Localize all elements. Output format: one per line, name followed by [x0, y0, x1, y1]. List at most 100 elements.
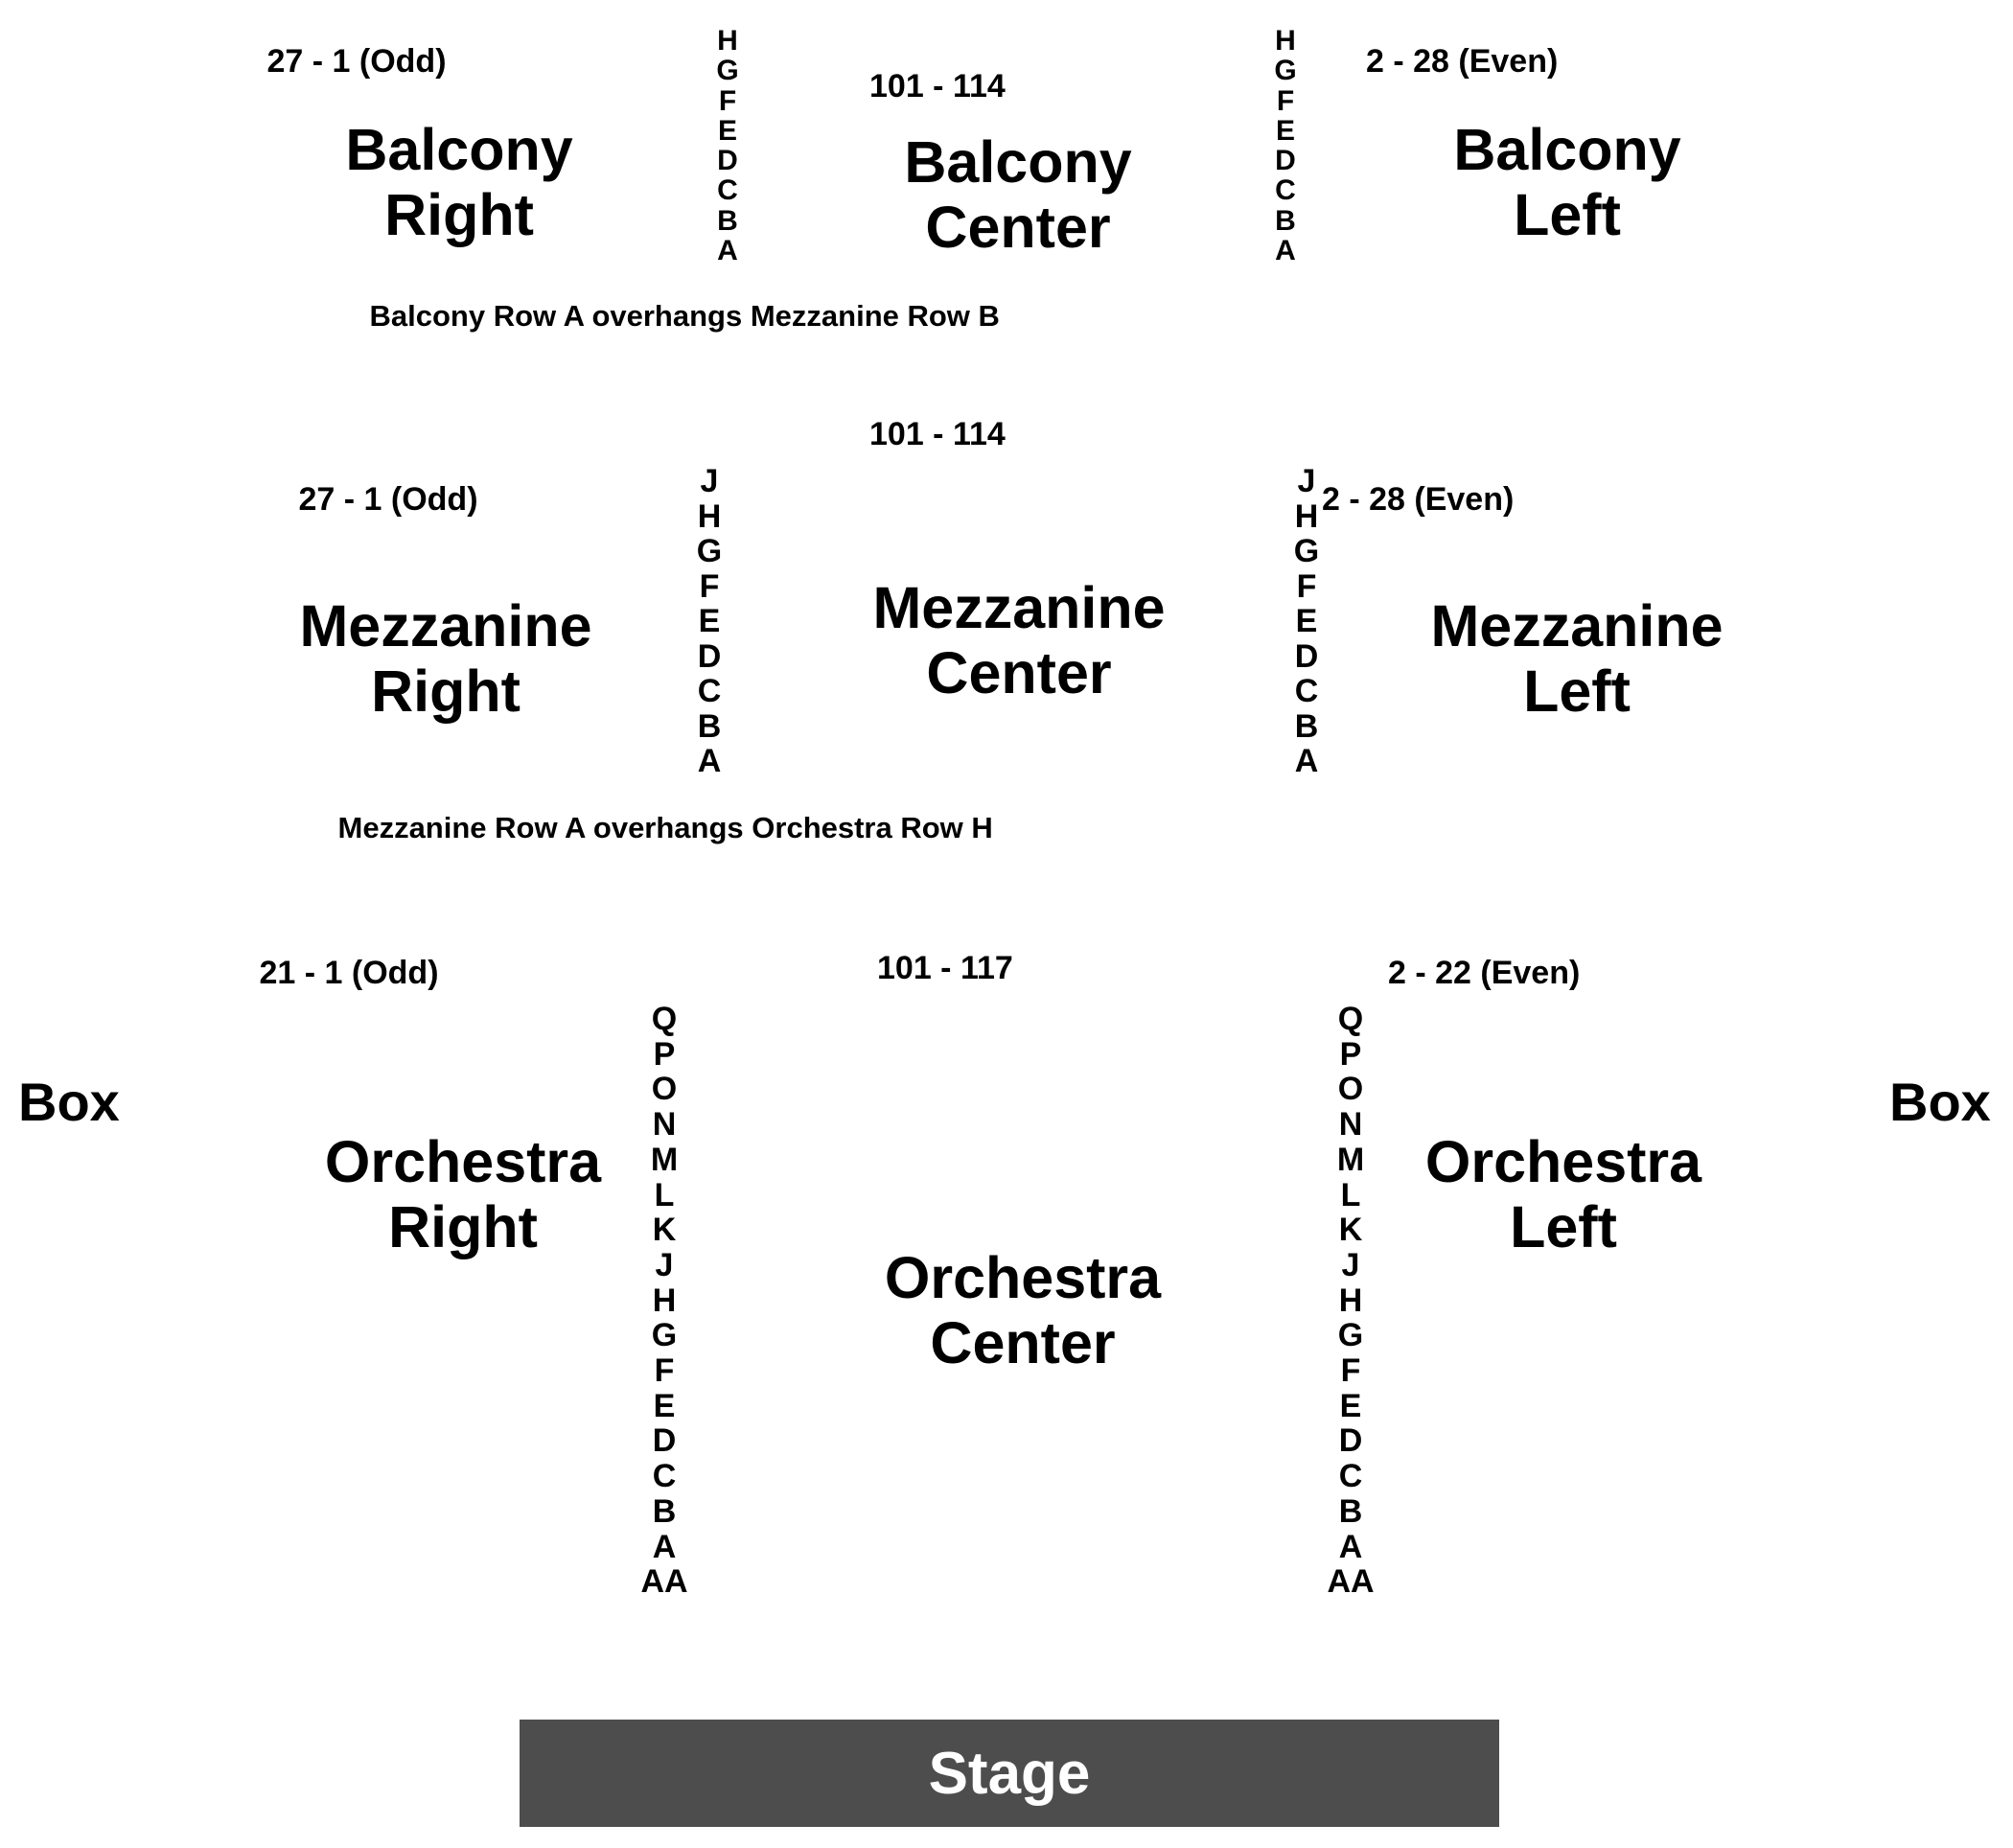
row-letter: B [697, 707, 722, 745]
row-letter: G [696, 533, 723, 569]
stage: Stage [520, 1720, 1499, 1827]
row-letter: E [1339, 1387, 1362, 1424]
row-letter: J [655, 1246, 674, 1283]
row-letter: A [1338, 1528, 1363, 1565]
balcony-center-name-line1: Balcony [904, 129, 1132, 195]
balcony-left-name-line2: Left [1514, 182, 1621, 248]
orchestra-left-name-line2: Left [1510, 1194, 1617, 1260]
row-letter: K [652, 1212, 677, 1249]
row-letter: H [1294, 497, 1319, 535]
row-letter: B [1338, 1492, 1363, 1530]
mezzanine-overhang-note: Mezzanine Row A overhangs Orchestra Row … [337, 811, 993, 844]
box-right-label[interactable]: Box [1889, 1072, 1991, 1132]
orchestra-right-seat-range: 21 - 1 (Odd) [259, 955, 439, 991]
row-letter: C [697, 673, 722, 709]
row-letter: E [653, 1387, 676, 1424]
balcony-left-section[interactable]: Balcony Left [1449, 117, 1685, 248]
balcony-left-seat-range: 2 - 28 (Even) [1366, 43, 1559, 80]
mezzanine-right-name-line1: Mezzanine [299, 593, 592, 658]
row-letter: A [697, 743, 722, 779]
stage-label: Stage [928, 1740, 1091, 1807]
row-letter: B [1275, 204, 1296, 237]
row-letter: H [717, 25, 738, 57]
row-letter: K [1338, 1212, 1363, 1249]
row-letter: A [652, 1528, 677, 1565]
row-letter: G [1293, 533, 1320, 569]
balcony-right-name-line2: Right [384, 182, 534, 248]
row-letter: A [1294, 743, 1319, 779]
row-letter: C [1338, 1458, 1363, 1495]
orchestra-center-name-line2: Center [930, 1310, 1116, 1376]
mezzanine-left-seat-range: 2 - 28 (Even) [1322, 481, 1515, 518]
mezzanine-center-seat-range: 101 - 114 [869, 416, 1006, 452]
row-letter: N [1338, 1106, 1363, 1143]
row-letter: E [717, 114, 737, 147]
balcony-right-section[interactable]: Balcony Right [341, 117, 577, 248]
row-letter: N [652, 1106, 677, 1143]
orchestra-center-name-line1: Orchestra [884, 1245, 1162, 1310]
row-letter: C [1275, 174, 1296, 207]
orchestra-left-seat-range: 2 - 22 (Even) [1388, 955, 1581, 991]
row-letter: P [1339, 1035, 1362, 1073]
orchestra-right-section[interactable]: Orchestra Right [314, 1129, 612, 1260]
row-letter: A [717, 235, 738, 267]
row-letter: Q [1337, 1001, 1364, 1037]
row-letter: D [717, 145, 738, 177]
row-letter: G [1337, 1317, 1364, 1354]
orchestra-right-name-line2: Right [388, 1194, 538, 1260]
mezzanine-center-name-line1: Mezzanine [872, 575, 1166, 640]
row-letter: G [651, 1317, 678, 1354]
mezzanine-left-section[interactable]: Mezzanine Left [1428, 593, 1725, 725]
row-letter: P [653, 1035, 676, 1073]
row-letter: L [654, 1176, 675, 1213]
row-letter: D [1338, 1422, 1363, 1460]
row-letter: B [652, 1492, 677, 1530]
mezzanine-center-section[interactable]: Mezzanine Center [870, 575, 1168, 706]
mezzanine-left-name-line1: Mezzanine [1430, 593, 1724, 658]
balcony-center-section[interactable]: Balcony Center [893, 129, 1143, 261]
row-letter: D [1275, 145, 1296, 177]
row-letter: D [1294, 637, 1319, 675]
mezzanine-right-seat-range: 27 - 1 (Odd) [298, 481, 478, 518]
row-letter: F [1276, 84, 1295, 117]
row-letter: J [1297, 463, 1316, 499]
row-letter: C [717, 174, 738, 207]
row-letter: D [652, 1422, 677, 1460]
row-letter: C [652, 1458, 677, 1495]
row-letter: F [1296, 567, 1317, 605]
mezzanine-left-name-line2: Left [1523, 658, 1631, 725]
row-letter: L [1340, 1176, 1361, 1213]
balcony-right-name-line1: Balcony [345, 117, 573, 182]
row-letter: B [717, 204, 738, 237]
balcony-left-name-line1: Balcony [1453, 117, 1681, 182]
row-letter: E [1275, 114, 1295, 147]
mezzanine-center-name-line2: Center [926, 640, 1112, 706]
box-left-label[interactable]: Box [18, 1072, 120, 1132]
orchestra-left-section[interactable]: Orchestra Left [1415, 1129, 1712, 1260]
orchestra-center-seat-range: 101 - 117 [877, 950, 1013, 986]
row-letter: B [1294, 707, 1319, 745]
balcony-right-seat-range: 27 - 1 (Odd) [266, 43, 447, 80]
row-letter: E [698, 603, 721, 639]
orchestra-center-section[interactable]: Orchestra Center [874, 1245, 1171, 1376]
row-letter: A [1275, 235, 1296, 267]
row-letter: O [651, 1071, 678, 1108]
row-letter: H [1338, 1282, 1363, 1319]
row-letter: G [1274, 55, 1297, 87]
mezzanine-right-section[interactable]: Mezzanine Right [297, 593, 594, 725]
row-letter: H [1275, 25, 1296, 57]
row-letter: F [654, 1352, 675, 1390]
row-letter: F [1340, 1352, 1361, 1390]
row-letter: AA [640, 1563, 688, 1601]
orchestra-right-name-line1: Orchestra [324, 1129, 602, 1194]
row-letter: C [1294, 673, 1319, 709]
row-letter: H [652, 1282, 677, 1319]
row-letter: G [716, 55, 739, 87]
row-letter: M [650, 1141, 679, 1178]
